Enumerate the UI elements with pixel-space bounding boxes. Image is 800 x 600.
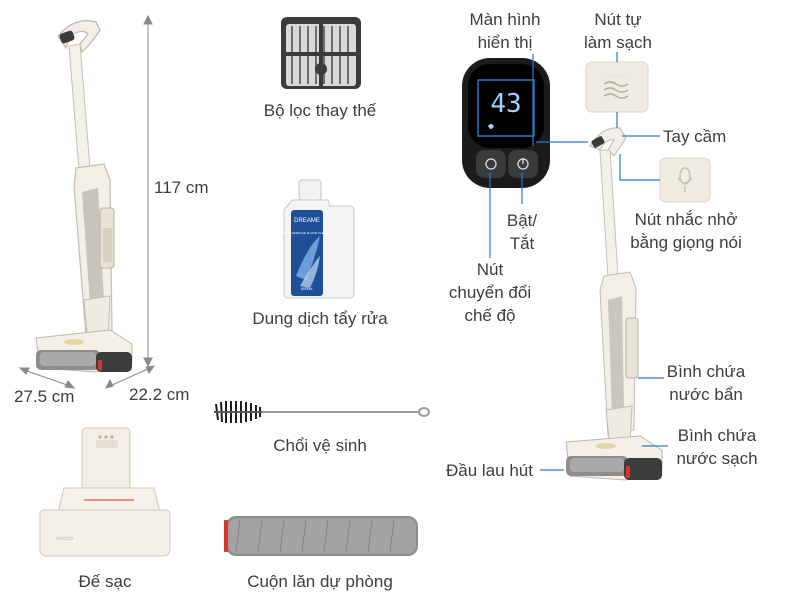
dimension-length: 27.5 cm [14, 387, 75, 406]
callout-power: Bật/ Tắt [496, 209, 548, 255]
filter-image [281, 17, 361, 89]
display-value: 43 [490, 89, 521, 119]
label-cleaning-solution: Dung dịch tẩy rửa [252, 309, 388, 328]
dimension-width: 22.2 cm [129, 385, 190, 404]
cleaning-brush [214, 401, 430, 423]
callout-self-clean-line-2: làm sạch [583, 33, 653, 52]
label-brush: Chổi vệ sinh [273, 436, 367, 455]
svg-text:▭▭▭: ▭▭▭ [56, 536, 73, 542]
callout-lines [489, 52, 668, 471]
callout-display-line-2: hiển thị [477, 33, 533, 52]
callout-voice-line-1: Nút nhắc nhở [634, 210, 738, 229]
charging-base: ▭▭▭ [39, 427, 171, 557]
cleaning-solution-bottle: DREAME MULTI-SURFACE FLOOR CLEANER 500mL [282, 179, 355, 299]
callout-mode: Nút chuyển đổi chế độ [440, 258, 540, 327]
dimension-height: 117 cm [154, 178, 209, 197]
label-charging-base: Đế sạc [78, 572, 132, 591]
self-clean-button-closeup [585, 61, 649, 113]
callout-mode-line-2: chuyển đổi [448, 283, 532, 302]
dimension-lines [18, 14, 156, 389]
bottle-content: MULTI-SURFACE FLOOR CLEANER [282, 231, 333, 235]
callout-display: Màn hình hiển thị [450, 8, 560, 54]
voice-button-closeup [659, 157, 711, 203]
spare-roller [224, 516, 418, 556]
display-closeup: 43 [462, 58, 550, 188]
callout-dirty-tank-line-2: nước bẩn [669, 385, 743, 404]
mode-icon [485, 158, 497, 170]
callout-power-line-2: Tắt [509, 234, 535, 253]
callout-handle: Tay cầm [663, 127, 727, 146]
vacuum-full-view [35, 20, 133, 373]
callout-mode-line-3: chế độ [464, 306, 516, 325]
callout-self-clean: Nút tự làm sạch [566, 8, 670, 54]
label-filter: Bộ lọc thay thế [263, 101, 377, 120]
callout-mode-line-1: Nút [476, 260, 504, 279]
callout-clean-tank-line-1: Bình chứa [677, 426, 757, 445]
callout-voice: Nút nhắc nhở bằng giọng nói [622, 208, 750, 254]
callout-dirty-tank-line-1: Bình chứa [666, 362, 746, 381]
label-spare-roller: Cuộn lăn dự phòng [247, 572, 393, 591]
callout-display-line-1: Màn hình [469, 10, 541, 29]
callout-clean-tank-line-2: nước sạch [676, 449, 758, 468]
callout-power-line-1: Bật/ [506, 211, 538, 230]
callout-self-clean-line-1: Nút tự [594, 10, 642, 29]
callout-voice-line-2: bằng giọng nói [630, 233, 742, 252]
callout-dirty-tank: Bình chứa nước bẩn [660, 360, 752, 406]
vacuum-labeled-view [565, 127, 663, 481]
bottle-brand: DREAME [294, 218, 320, 224]
callout-clean-tank: Bình chứa nước sạch [670, 424, 764, 470]
bottle-volume: 500mL [301, 286, 314, 291]
callout-head: Đầu lau hút [446, 461, 533, 480]
